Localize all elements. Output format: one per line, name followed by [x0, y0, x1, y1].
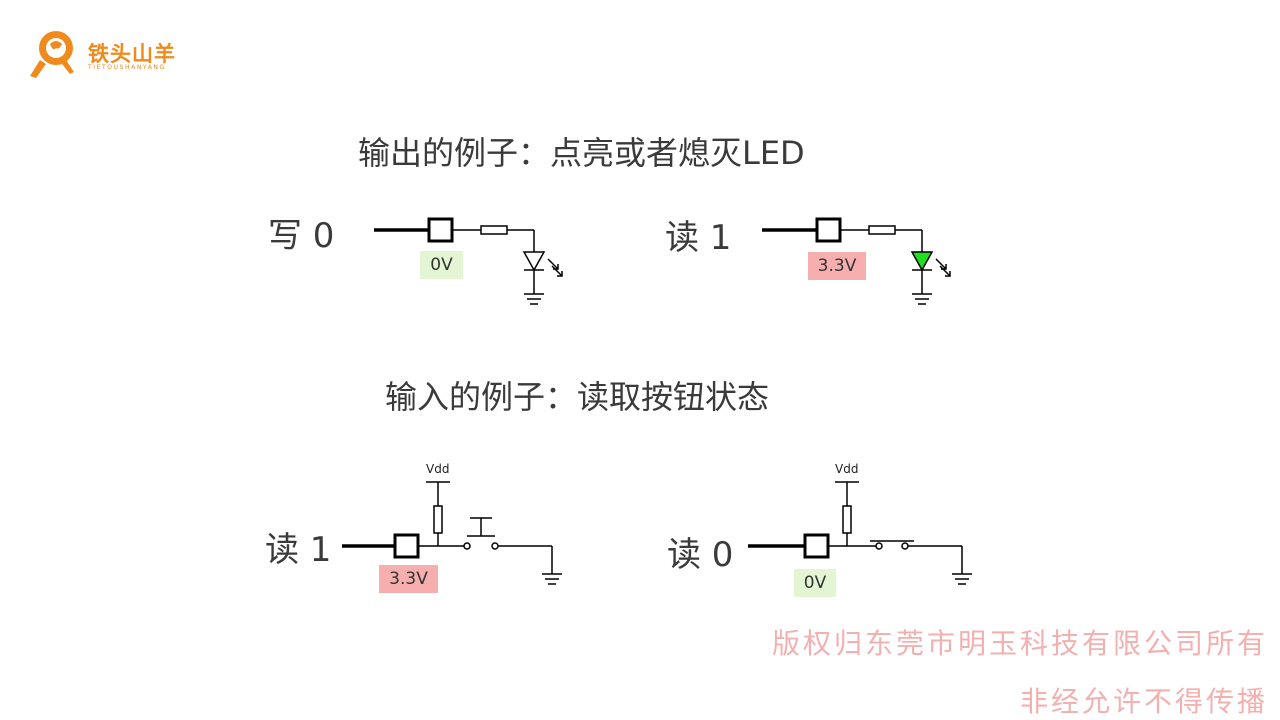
logo-subtitle: TIETOUSHANYANG	[88, 64, 166, 71]
read0-button-voltage-badge: 0V	[794, 569, 836, 597]
pullup-resistor-icon	[433, 505, 443, 534]
read0-button-circuit	[748, 481, 972, 585]
write0-led-circuit	[374, 217, 563, 305]
copyright-watermark-line1: 版权归东莞市明玉科技有限公司所有	[771, 627, 1268, 660]
input-section-title: 输入的例子：读取按钮状态	[385, 378, 770, 416]
logo-name: 铁头山羊	[88, 42, 176, 66]
read1-button-voltage-badge: 3.3V	[379, 565, 438, 593]
write0-voltage-badge: 0V	[420, 251, 463, 279]
copyright-watermark-line2: 非经允许不得传播	[1019, 685, 1268, 718]
pullup-resistor-icon	[842, 505, 852, 534]
goat-logo-icon	[30, 31, 74, 78]
vdd-label-right: Vdd	[835, 462, 859, 476]
read1-led-voltage-badge: 3.3V	[808, 252, 866, 280]
led-off-icon	[522, 251, 546, 272]
resistor-icon	[480, 225, 508, 235]
vdd-label-left: Vdd	[426, 462, 450, 476]
read1-led-label: 读 1	[665, 218, 732, 258]
read0-button-label: 读 0	[667, 535, 734, 575]
led-on-icon	[910, 251, 934, 272]
resistor-icon	[868, 225, 896, 235]
output-section-title: 输出的例子：点亮或者熄灭LED	[358, 134, 805, 172]
read1-button-label: 读 1	[265, 530, 332, 570]
read1-led-circuit	[762, 217, 951, 305]
read1-button-circuit	[342, 481, 562, 585]
write0-label: 写 0	[268, 216, 335, 256]
